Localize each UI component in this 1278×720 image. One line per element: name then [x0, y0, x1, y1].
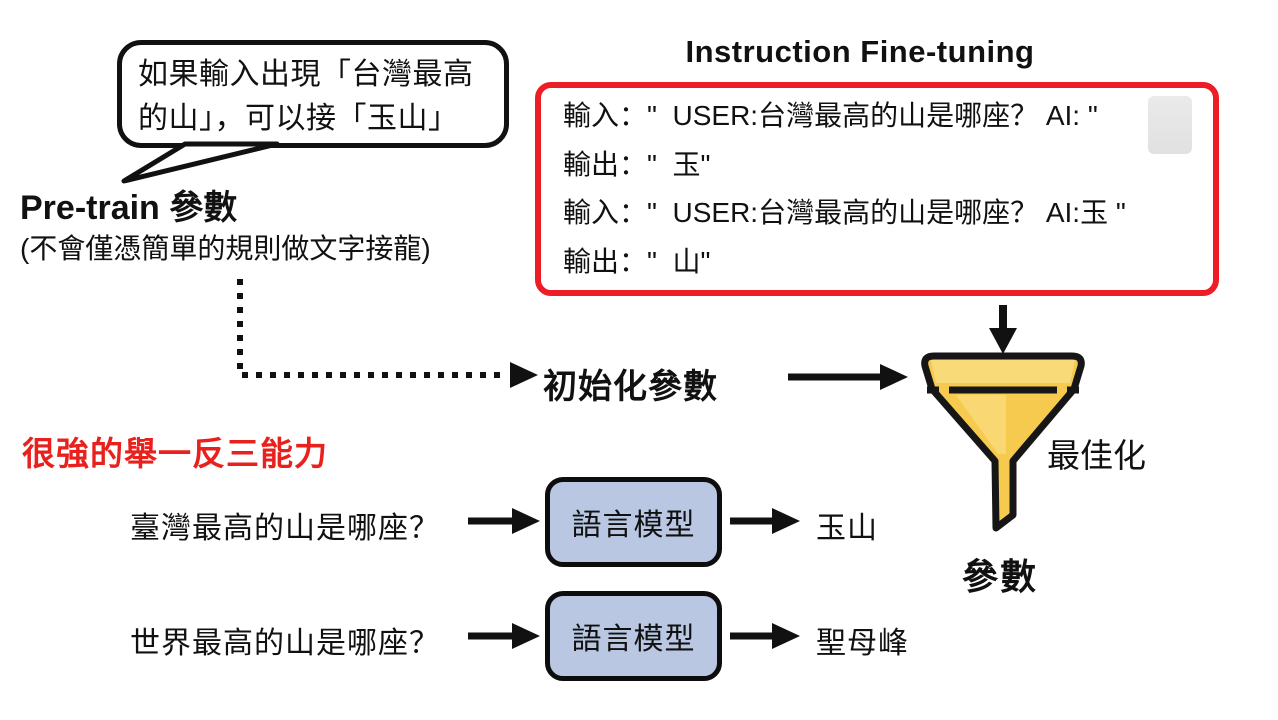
generalization-note: 很強的舉一反三能力 — [22, 435, 328, 472]
answer-2-text: 聖母峰 — [816, 627, 909, 660]
language-model-label: 語言模型 — [571, 509, 696, 542]
cursor-highlight-artifact — [1148, 96, 1192, 154]
finetune-data-line: 輸入：" USER:台灣最高的山是哪座？ AI: " — [563, 100, 1098, 132]
question1-arrow — [468, 508, 540, 534]
finetune-to-funnel-arrow — [989, 305, 1017, 354]
pretrain-params-label: Pre-train 參數 — [20, 189, 238, 227]
finetune-data-line: 輸入：" USER:台灣最高的山是哪座？ AI:玉 " — [563, 197, 1126, 229]
speech-bubble-line: 如果輸入出現「台灣最高 — [138, 58, 474, 91]
pretrain-params-subtitle: (不會僅憑簡單的規則做文字接龍) — [20, 233, 431, 264]
finetune-data-line: 輸出：" 玉" — [563, 148, 711, 180]
question2-arrow — [468, 623, 540, 649]
speech-bubble: 如果輸入出現「台灣最高 的山」，可以接「玉山」 — [117, 40, 509, 148]
answer-1-text: 玉山 — [816, 512, 878, 545]
speech-bubble-tail-icon — [121, 141, 280, 184]
init-to-funnel-arrow — [788, 364, 908, 390]
question-2-text: 世界最高的山是哪座？ — [130, 627, 440, 660]
funnel-icon — [921, 352, 1085, 532]
language-model-label: 語言模型 — [571, 623, 696, 656]
model1-output-arrow — [730, 508, 800, 534]
finetune-data-box: 輸入：" USER:台灣最高的山是哪座？ AI: " 輸出：" 玉" 輸入：" … — [535, 82, 1219, 296]
instruction-finetuning-title: Instruction Fine-tuning — [685, 34, 1035, 69]
language-model-box-1: 語言模型 — [545, 477, 722, 567]
params-label: 參數 — [962, 556, 1039, 597]
question-1-text: 臺灣最高的山是哪座？ — [130, 512, 440, 545]
dotted-connector-arrow — [237, 279, 538, 388]
language-model-box-2: 語言模型 — [545, 591, 722, 681]
optimize-label: 最佳化 — [1047, 437, 1146, 474]
finetune-data-line: 輸出：" 山" — [563, 245, 711, 277]
speech-bubble-line: 的山」，可以接「玉山」 — [138, 102, 459, 135]
model2-output-arrow — [730, 623, 800, 649]
init-params-label: 初始化參數 — [543, 368, 718, 406]
